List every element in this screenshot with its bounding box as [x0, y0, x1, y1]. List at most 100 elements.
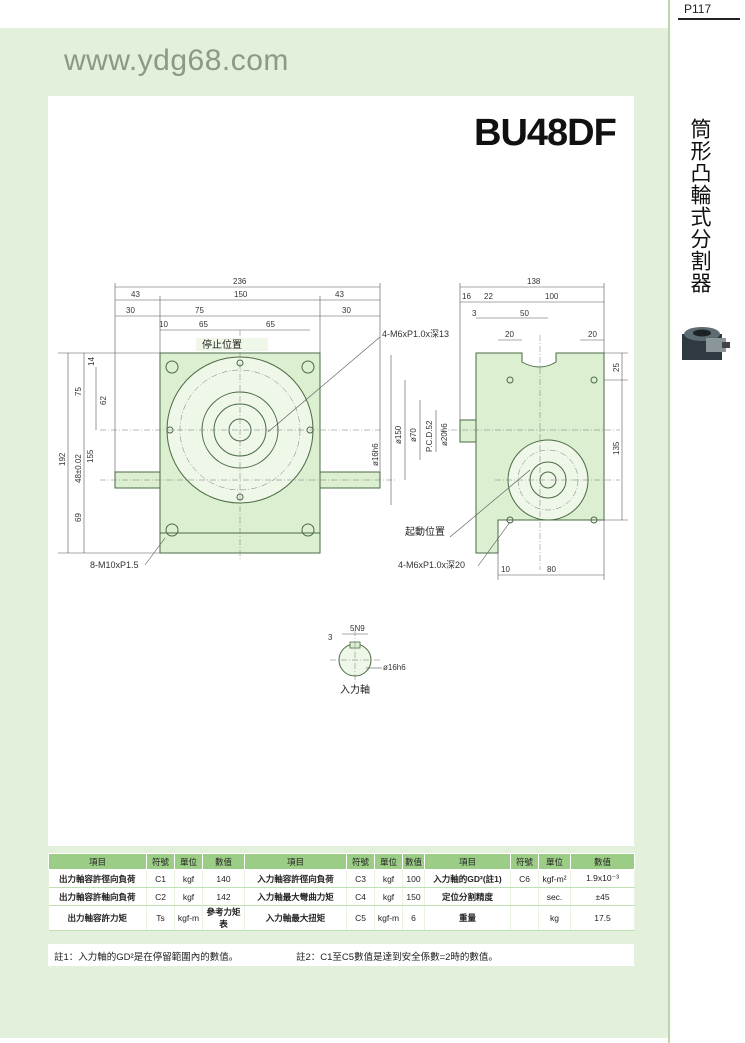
dim-16: 16: [462, 292, 471, 301]
cell: C5: [346, 905, 375, 931]
cell: kgf-m: [174, 905, 203, 931]
footnotes: 註1：入力軸的GD²是在停留範圍內的數值。 註2：C1至C5數值是達到安全係數=…: [48, 944, 634, 966]
header-unit-2: 單位: [374, 853, 403, 870]
cell: ±45: [570, 887, 635, 906]
cell: [510, 905, 539, 931]
dim-50: 50: [520, 309, 529, 318]
cell: C6: [510, 869, 539, 888]
note-1: 註1：入力軸的GD²是在停留範圍內的數值。: [54, 952, 239, 963]
label-stop-position: 停止位置: [202, 338, 242, 351]
dim-30-right: 30: [342, 306, 351, 315]
cell: kgf: [174, 887, 203, 906]
category-title: 筒形凸輪式分割器: [688, 118, 712, 294]
front-view: [100, 330, 395, 560]
dim-65-right: 65: [266, 320, 275, 329]
cell: 150: [402, 887, 425, 906]
dim-138: 138: [527, 277, 541, 286]
page-number-rule: [678, 18, 740, 20]
dim-30-left: 30: [126, 306, 135, 315]
callout-bolt: 8-M10xP1.5: [90, 560, 139, 570]
cell: 出力軸容許軸向負荷: [48, 887, 147, 906]
cell: 入力軸最大彎曲力矩: [244, 887, 347, 906]
indexer-product-icon: [682, 327, 730, 360]
header-value-1: 數值: [202, 853, 245, 870]
header-unit-3: 單位: [538, 853, 571, 870]
header-symbol-1: 符號: [146, 853, 175, 870]
table-row: 出力軸容許力矩 Ts kgf-m 參考力矩表 入力軸最大扭矩 C5 kgf-m …: [48, 905, 635, 931]
cell: C2: [146, 887, 175, 906]
dim-236: 236: [233, 277, 247, 286]
page-number: P117: [684, 2, 712, 16]
cell: 140: [202, 869, 245, 888]
callout-tapped-bottom: 4-M6xP1.0x深20: [398, 560, 465, 570]
header-item-1: 項目: [48, 853, 147, 870]
dim-62: 62: [99, 396, 108, 405]
dia-16h6: ø16h6: [371, 443, 380, 466]
dim-10: 10: [159, 320, 168, 329]
dim-150: 150: [234, 290, 248, 299]
dia-70: ø70: [409, 428, 418, 442]
dim-20-left: 20: [505, 330, 514, 339]
dim-135: 135: [612, 441, 621, 455]
label-input-shaft: 入力軸: [340, 683, 370, 696]
header-symbol-2: 符號: [346, 853, 375, 870]
dim-65-left: 65: [199, 320, 208, 329]
cell: 17.5: [570, 905, 635, 931]
dim-100: 100: [545, 292, 559, 301]
spec-header-row: 項目 符號 單位 數值 項目 符號 單位 數值 項目 符號 單位 數值: [48, 853, 635, 870]
side-dimensions: 138 16 22 100 3 50 20 20 25 135 10 80 起動…: [398, 277, 628, 580]
cell: kgf: [374, 887, 403, 906]
cell: [510, 887, 539, 906]
dia-20h6: ø20h6: [440, 423, 449, 446]
dim-3: 3: [472, 309, 477, 318]
shaft-key-depth: 3: [328, 633, 333, 642]
cell: 定位分割精度: [424, 887, 511, 906]
cell: 入力軸容許徑向負荷: [244, 869, 347, 888]
dim-10-bottom: 10: [501, 565, 510, 574]
input-shaft-detail: 5N9 3 ø16h6 入力軸: [328, 624, 406, 696]
note-2: 註2：C1至C5數值是達到安全係數=2時的數值。: [296, 952, 498, 963]
cell: 100: [402, 869, 425, 888]
cell: kg: [538, 905, 571, 931]
cell: 1.9x10⁻³: [570, 869, 635, 888]
dim-75: 75: [195, 306, 204, 315]
cell: 6: [402, 905, 425, 931]
dim-20-right: 20: [588, 330, 597, 339]
cell: 重量: [424, 905, 511, 931]
dim-22: 22: [484, 292, 493, 301]
header-value-2: 數值: [402, 853, 425, 870]
cell: 出力軸容許力矩: [48, 905, 147, 931]
dim-43-left: 43: [131, 290, 140, 299]
dim-43-right: 43: [335, 290, 344, 299]
dia-150: ø150: [394, 425, 403, 444]
cell: 入力軸的GD²(註1): [424, 869, 511, 888]
cell: 142: [202, 887, 245, 906]
header-item-2: 項目: [244, 853, 347, 870]
cell: kgf-m²: [538, 869, 571, 888]
side-view: [440, 335, 620, 570]
cell: Ts: [146, 905, 175, 931]
header-value-3: 數值: [570, 853, 635, 870]
dim-48: 48±0.02: [74, 454, 83, 483]
cell: 入力軸最大扭矩: [244, 905, 347, 931]
spec-table: 項目 符號 單位 數值 項目 符號 單位 數值 項目 符號 單位 數值 出力軸容…: [48, 853, 635, 931]
cell: 參考力矩表: [202, 905, 245, 931]
side-tab-strip: [668, 0, 745, 1043]
dim-75-v: 75: [74, 387, 83, 396]
header-item-3: 項目: [424, 853, 511, 870]
dim-80: 80: [547, 565, 556, 574]
cell: kgf: [374, 869, 403, 888]
cell: C1: [146, 869, 175, 888]
dim-69: 69: [74, 513, 83, 522]
header-unit-1: 單位: [174, 853, 203, 870]
cell: C4: [346, 887, 375, 906]
header-symbol-3: 符號: [510, 853, 539, 870]
cell: sec.: [538, 887, 571, 906]
pcd-52: P.C.D.52: [425, 420, 434, 452]
label-start-position: 起動位置: [405, 525, 445, 538]
front-dimensions: 236 43 150 43 30 75 30 10 65 65 14 75 62…: [58, 277, 449, 570]
dim-155: 155: [86, 449, 95, 463]
shaft-diameter: ø16h6: [383, 663, 406, 672]
shaft-key-width: 5N9: [350, 624, 365, 633]
